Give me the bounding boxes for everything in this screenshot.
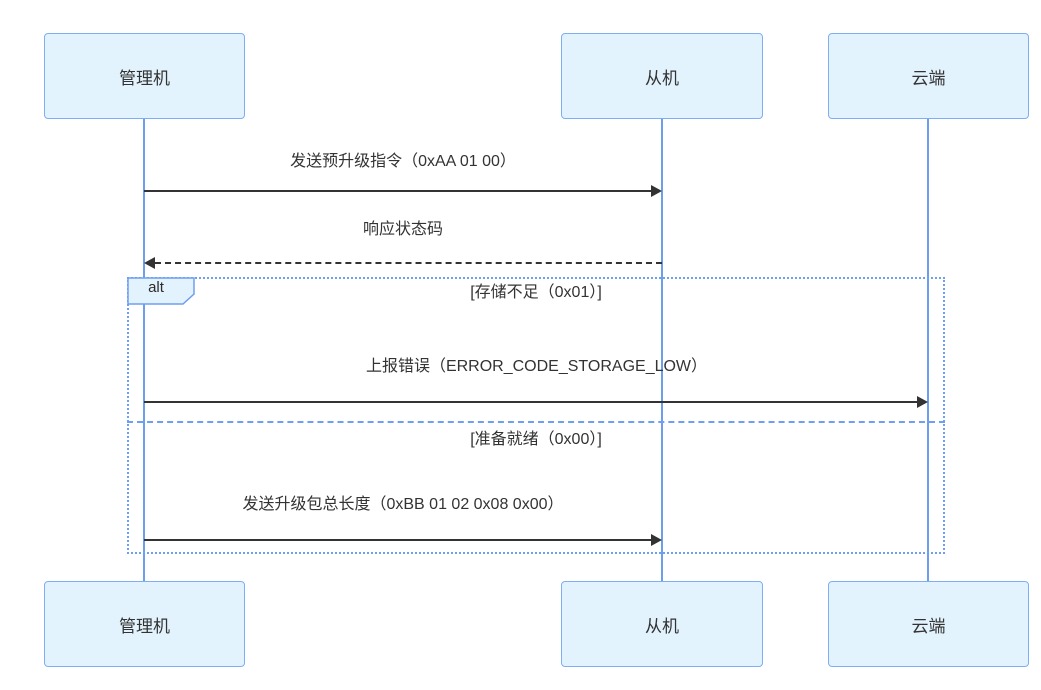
alt-condition-ready: [准备就绪（0x00）] [470,431,602,448]
message-1-line [144,190,651,192]
actor-box-slave-bottom: 从机 [561,581,763,667]
message-3-line [144,401,917,403]
message-3-arrowhead-icon [917,396,928,408]
message-4-line [144,539,651,541]
actor-label-slave-top: 从机 [645,68,679,88]
actor-label-manager-top: 管理机 [119,68,170,88]
actor-box-manager-top: 管理机 [44,33,245,119]
message-2-arrowhead-icon [144,257,155,269]
actor-box-slave-top: 从机 [561,33,763,119]
message-4-label: 发送升级包总长度（0xBB 01 02 0x08 0x00） [242,496,564,513]
lifeline-cloud [927,119,929,581]
alt-tag-shape [127,277,195,305]
message-2-line [155,262,662,264]
alt-label: alt [148,279,164,296]
alt-label-tag: alt [127,277,195,305]
alt-condition-storage-low: [存储不足（0x01）] [470,284,602,301]
message-3-label: 上报错误（ERROR_CODE_STORAGE_LOW） [365,358,708,375]
message-1-label: 发送预升级指令（0xAA 01 00） [290,153,516,170]
message-2-label: 响应状态码 [362,221,443,238]
actor-label-slave-bottom: 从机 [645,616,679,636]
actor-box-cloud-bottom: 云端 [828,581,1029,667]
message-4-arrowhead-icon [651,534,662,546]
actor-box-cloud-top: 云端 [828,33,1029,119]
actor-label-cloud-top: 云端 [911,68,946,88]
alt-else-divider [127,421,945,423]
lifeline-manager [143,119,145,581]
lifeline-slave [661,119,663,581]
actor-label-manager-bottom: 管理机 [119,616,170,636]
actor-label-cloud-bottom: 云端 [911,616,946,636]
alt-frame [127,277,945,554]
actor-box-manager-bottom: 管理机 [44,581,245,667]
message-1-arrowhead-icon [651,185,662,197]
